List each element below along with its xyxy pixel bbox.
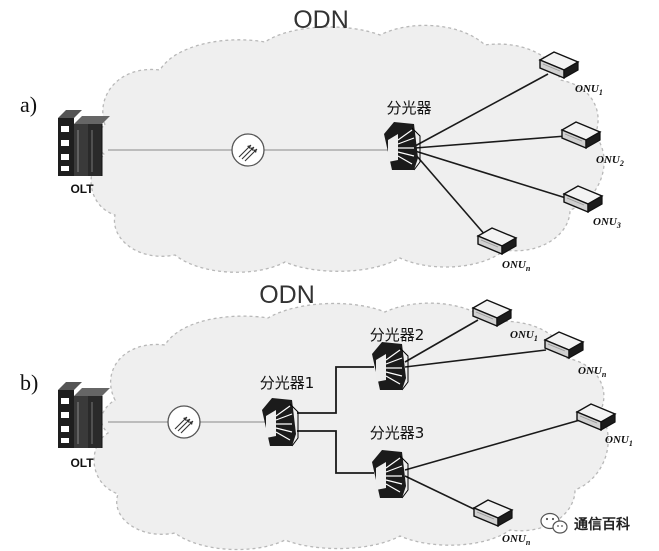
panel-b: ODN b) OLT 分光器1 分光器2 分光器3 ONU1 ONUn ONU1… bbox=[20, 281, 633, 551]
olt-label-b: OLT bbox=[70, 456, 94, 470]
wechat-icon bbox=[540, 512, 568, 534]
panel-label-b: b) bbox=[20, 370, 38, 395]
drop-fiber-a-3 bbox=[414, 150, 567, 199]
branch-fiber-1-3 bbox=[297, 430, 374, 474]
splitter2-label-b: 分光器2 bbox=[370, 326, 425, 344]
odn-title-a: ODN bbox=[293, 6, 349, 34]
branch-fiber-1-2 bbox=[297, 366, 374, 414]
watermark: 通信百科 bbox=[540, 512, 630, 534]
splitter1-label-b: 分光器1 bbox=[260, 374, 315, 392]
odn-cloud-b bbox=[93, 302, 609, 551]
onu-label-b-1: ONU1 bbox=[510, 329, 538, 343]
panel-label-a: a) bbox=[20, 92, 37, 117]
odn-title-b: ODN bbox=[259, 281, 315, 309]
onu-label-b3-n: ONUn bbox=[502, 533, 531, 547]
drop-fiber-a-1 bbox=[414, 73, 549, 147]
onu-label-b3-1: ONU1 bbox=[605, 434, 633, 448]
coupler-icon-b bbox=[167, 405, 201, 439]
onu-label-a-3: ONU3 bbox=[593, 216, 621, 230]
onu-label-a-n: ONUn bbox=[502, 259, 531, 273]
odn-cloud-a bbox=[90, 24, 605, 273]
watermark-text: 通信百科 bbox=[574, 516, 630, 533]
onu-label-b-n: ONUn bbox=[578, 365, 607, 379]
onu-label-a-1: ONU1 bbox=[575, 83, 603, 97]
drop-fiber-a-2 bbox=[414, 135, 567, 149]
onu-label-a-2: ONU2 bbox=[596, 154, 624, 168]
olt-label-a: OLT bbox=[70, 182, 94, 196]
coupler-icon-a bbox=[231, 133, 265, 167]
splitter-label-a: 分光器 bbox=[386, 99, 431, 117]
drop-fiber-b3-1 bbox=[404, 419, 581, 471]
panel-a: ODN a) OLT 分光器 ONU1 ONU2 ONU3 ONUn bbox=[20, 6, 624, 273]
splitter3-label-b: 分光器3 bbox=[370, 424, 425, 442]
drop-fiber-b2-n bbox=[404, 349, 547, 368]
drop-fiber-b3-n bbox=[404, 475, 481, 513]
drop-fiber-a-n bbox=[414, 153, 487, 237]
olt-icon-a bbox=[57, 109, 111, 177]
drop-fiber-b2-1 bbox=[404, 319, 479, 363]
olt-icon-b bbox=[57, 381, 111, 449]
